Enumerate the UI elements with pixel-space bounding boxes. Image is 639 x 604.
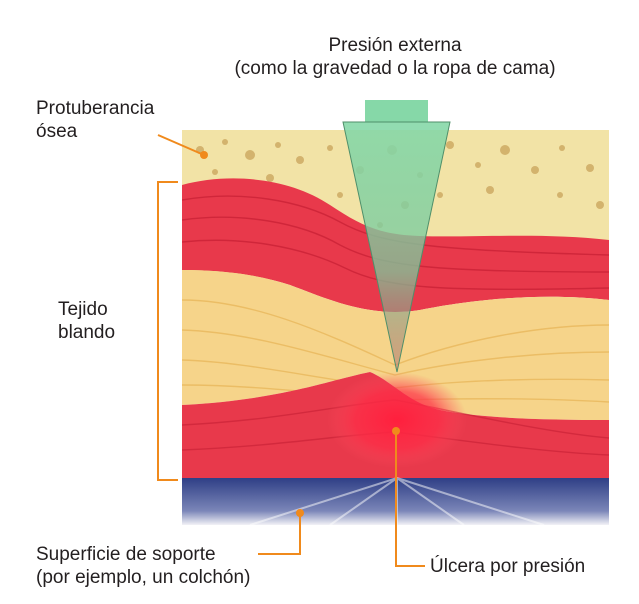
soft-tissue-bracket (157, 181, 178, 481)
pressure-label-line2: (como la gravedad o la ropa de cama) (234, 58, 556, 79)
bone-callout-line (157, 134, 205, 156)
bone-label: Protuberancia ósea (36, 97, 154, 143)
soft-tissue-label-line2: blando (58, 322, 116, 343)
bone-label-line2: ósea (36, 121, 78, 142)
soft-tissue-label: Tejido blando (58, 298, 115, 344)
pressure-label-line1: Presión externa (328, 35, 462, 56)
soft-tissue-label-line1: Tejido (58, 299, 108, 320)
ulcer-area (327, 372, 467, 468)
pressure-wedge (342, 100, 451, 373)
surface-label-line2: (por ejemplo, un colchón) (36, 567, 251, 588)
surface-label-line1: Superficie de soporte (36, 544, 216, 565)
surface-callout-line (258, 513, 301, 555)
pressure-label: Presión externa (como la gravedad o la r… (0, 34, 639, 80)
ulcer-callout-line (395, 431, 425, 567)
surface-label: Superficie de soporte (por ejemplo, un c… (36, 543, 250, 589)
ulcer-label-text: Úlcera por presión (430, 556, 586, 577)
bone-callout-dot (200, 151, 208, 159)
ulcer-label: Úlcera por presión (430, 555, 585, 578)
bone-label-line1: Protuberancia (36, 98, 155, 119)
